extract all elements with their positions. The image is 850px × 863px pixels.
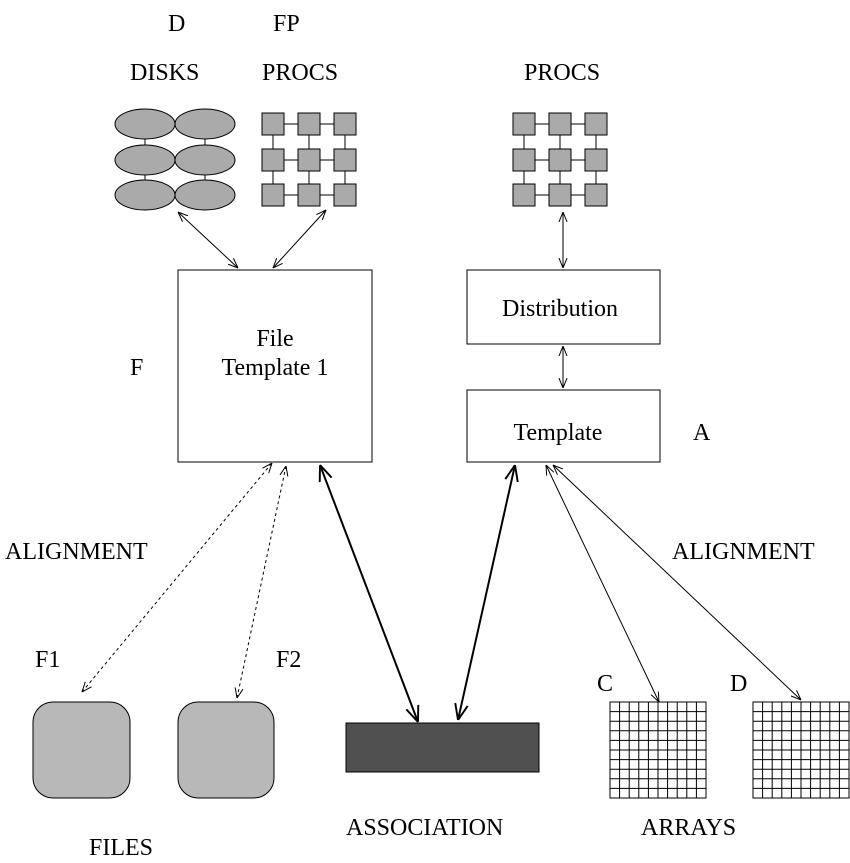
proc-node xyxy=(548,112,572,136)
array-d-grid xyxy=(752,701,850,799)
proc-node xyxy=(584,112,608,136)
template-label: Template xyxy=(514,420,603,446)
procs-grid-right xyxy=(512,112,608,207)
arrow-procs-template xyxy=(273,210,326,268)
array-c-label: C xyxy=(597,671,613,697)
proc-node xyxy=(297,183,321,207)
files-label: FILES xyxy=(89,835,153,861)
procs-left-label: PROCS xyxy=(262,60,338,86)
disk-node xyxy=(114,108,176,140)
proc-node xyxy=(333,183,357,207)
distribution-label: Distribution xyxy=(502,296,618,322)
a-label: A xyxy=(693,420,711,446)
distribution-box xyxy=(466,269,661,345)
array-c-grid xyxy=(609,701,707,799)
association-label: ASSOCIATION xyxy=(346,815,503,841)
disk-node xyxy=(114,179,176,211)
disk-count-label: D xyxy=(168,11,185,37)
f1-label: F1 xyxy=(35,647,60,673)
proc-node xyxy=(512,183,536,207)
procs-grid-left xyxy=(261,112,357,207)
association-arrow-template xyxy=(458,465,515,720)
proc-node xyxy=(584,148,608,172)
proc-node xyxy=(261,183,285,207)
template-box xyxy=(466,389,661,463)
alignment-arrow-f1 xyxy=(82,463,272,692)
disk-node xyxy=(174,179,236,211)
proc-node xyxy=(548,183,572,207)
file-f1 xyxy=(32,701,131,799)
file-template-box xyxy=(177,269,373,463)
disks-label: DISKS xyxy=(130,60,199,86)
association-arrow-file xyxy=(320,465,418,722)
procs-right-label: PROCS xyxy=(524,60,600,86)
disk-node xyxy=(114,144,176,176)
f2-label: F2 xyxy=(276,647,301,673)
file-template-line2: Template 1 xyxy=(222,355,329,381)
proc-count-label: FP xyxy=(273,11,300,37)
proc-node xyxy=(333,112,357,136)
alignment-arrow-d xyxy=(553,465,801,700)
arrow-disks-template xyxy=(178,212,238,268)
proc-node xyxy=(548,148,572,172)
proc-node xyxy=(512,148,536,172)
alignment-left-label: ALIGNMENT xyxy=(5,539,148,565)
proc-node xyxy=(512,112,536,136)
proc-node xyxy=(584,183,608,207)
proc-node xyxy=(297,112,321,136)
arrays-label: ARRAYS xyxy=(641,815,736,841)
file-f2 xyxy=(177,701,275,799)
alignment-arrow-c xyxy=(546,465,659,702)
proc-node xyxy=(261,112,285,136)
f-label: F xyxy=(130,355,143,381)
file-template-line1: File xyxy=(256,326,293,352)
disks-grid xyxy=(114,108,236,211)
proc-node xyxy=(333,148,357,172)
association-block xyxy=(345,722,540,773)
array-d-label: D xyxy=(730,671,747,697)
disk-node xyxy=(174,144,236,176)
proc-node xyxy=(261,148,285,172)
proc-node xyxy=(297,148,321,172)
disk-node xyxy=(174,108,236,140)
alignment-right-label: ALIGNMENT xyxy=(672,539,815,565)
